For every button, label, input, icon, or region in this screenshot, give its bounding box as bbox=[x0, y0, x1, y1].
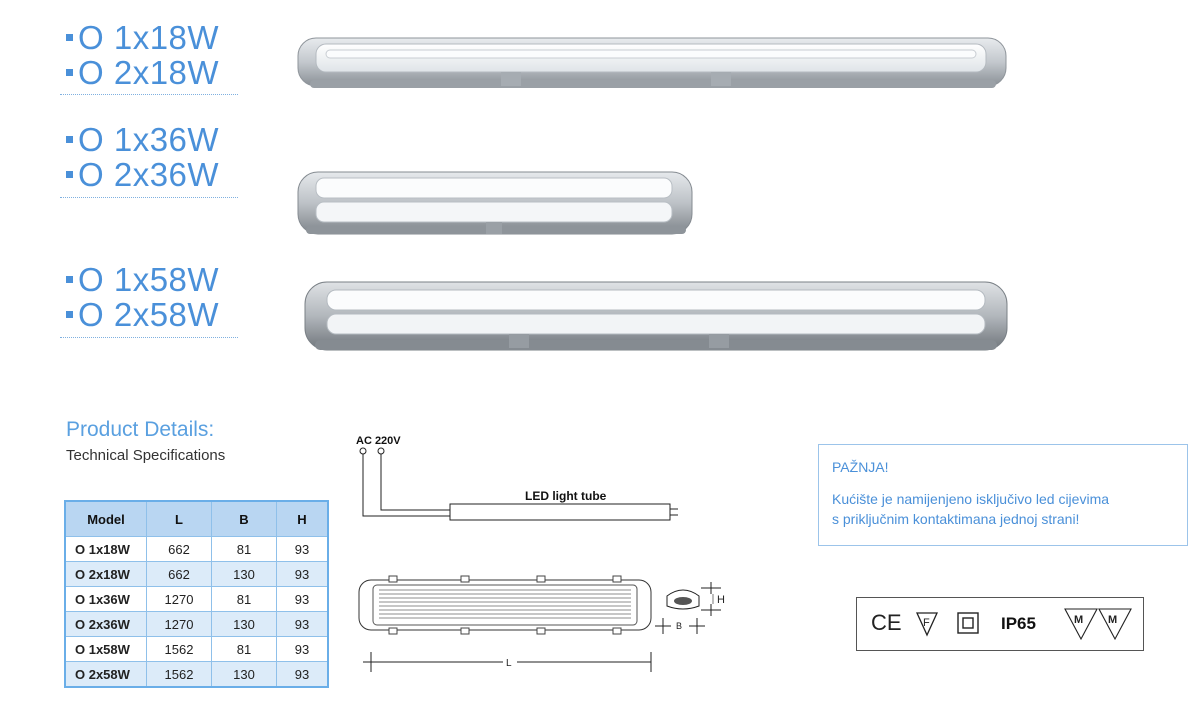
table-cell: 81 bbox=[211, 536, 277, 562]
table-cell: O 1x36W bbox=[64, 586, 147, 612]
table-row: O 1x58W 1562 81 93 bbox=[64, 636, 329, 662]
table-row: O 2x36W 1270 130 93 bbox=[64, 611, 329, 637]
model-group-58w: O 1x58W O 2x58W bbox=[60, 262, 238, 332]
table-cell: 81 bbox=[211, 586, 277, 612]
width-label: B bbox=[676, 621, 682, 631]
table-header-cell: H bbox=[276, 500, 329, 537]
table-cell: 662 bbox=[146, 561, 212, 587]
model-name: O 1x58W bbox=[60, 262, 238, 297]
table-cell: 93 bbox=[276, 536, 329, 562]
bullet-icon bbox=[66, 275, 73, 283]
table-cell: 130 bbox=[211, 611, 277, 637]
supply-label: AC 220V bbox=[356, 435, 401, 447]
ce-mark-icon: CE bbox=[871, 610, 902, 635]
table-cell: 1270 bbox=[146, 611, 212, 637]
led-tube-label: LED light tube bbox=[525, 489, 607, 503]
dimension-drawing: H B L bbox=[358, 575, 725, 672]
table-row: O 1x18W 662 81 93 bbox=[64, 536, 329, 562]
divider bbox=[60, 337, 238, 338]
m-mark-icon: M M bbox=[1064, 608, 1132, 641]
bullet-icon bbox=[66, 135, 73, 143]
model-name: O 1x36W bbox=[60, 122, 238, 157]
table-cell: O 1x58W bbox=[64, 636, 147, 662]
table-cell: 1562 bbox=[146, 661, 212, 688]
table-cell: 93 bbox=[276, 561, 329, 587]
svg-text:M: M bbox=[1108, 614, 1117, 626]
table-header-cell: L bbox=[146, 500, 212, 537]
model-name: O 1x18W bbox=[60, 20, 238, 55]
model-group-36w: O 1x36W O 2x36W bbox=[60, 122, 238, 192]
model-name: O 2x36W bbox=[60, 157, 238, 192]
table-cell: 93 bbox=[276, 586, 329, 612]
table-cell: 81 bbox=[211, 636, 277, 662]
divider bbox=[60, 94, 238, 95]
table-cell: O 1x18W bbox=[64, 536, 147, 562]
class-ii-icon bbox=[957, 612, 979, 634]
f-mark-icon: F bbox=[915, 612, 939, 637]
ip-rating: IP65 bbox=[1001, 614, 1036, 633]
table-cell: O 2x36W bbox=[64, 611, 147, 637]
lamp-image-18w bbox=[297, 37, 1007, 88]
product-details-subtitle: Technical Specifications bbox=[66, 447, 226, 464]
notice-line: Kućište je namijenjeno isključivo led ci… bbox=[832, 491, 1110, 507]
table-row: O 2x58W 1562 130 93 bbox=[64, 661, 329, 688]
table-header-cell: Model bbox=[64, 500, 147, 537]
warning-notice: PAŽNJA! Kućište je namijenjeno isključiv… bbox=[818, 444, 1188, 546]
svg-text:F: F bbox=[923, 617, 930, 629]
table-cell: 130 bbox=[211, 561, 277, 587]
bullet-icon bbox=[66, 170, 73, 178]
model-group-18w: O 1x18W O 2x18W bbox=[60, 20, 238, 90]
bullet-icon bbox=[66, 33, 73, 41]
bullet-icon bbox=[66, 310, 73, 318]
model-name: O 2x18W bbox=[60, 55, 238, 90]
table-cell: 1270 bbox=[146, 586, 212, 612]
terminal-icon bbox=[359, 447, 367, 455]
height-label: H bbox=[717, 594, 725, 606]
certification-box: CE F IP65 M M bbox=[856, 597, 1144, 651]
notice-title: PAŽNJA! bbox=[832, 459, 889, 475]
svg-text:M: M bbox=[1074, 614, 1083, 626]
table-cell: 93 bbox=[276, 661, 329, 688]
notice-line: s priključnim kontaktimana jednoj strani… bbox=[832, 511, 1080, 527]
lamp-image-58w bbox=[304, 281, 1008, 351]
table-cell: 662 bbox=[146, 536, 212, 562]
divider bbox=[60, 197, 238, 198]
led-tube-icon bbox=[449, 503, 671, 521]
table-cell: 93 bbox=[276, 636, 329, 662]
table-cell: O 2x18W bbox=[64, 561, 147, 587]
table-cell: O 2x58W bbox=[64, 661, 147, 688]
table-header-cell: B bbox=[211, 500, 277, 537]
lamp-image-36w bbox=[297, 171, 693, 235]
table-cell: 1562 bbox=[146, 636, 212, 662]
wiring-diagram: AC 220V LED light tube bbox=[356, 435, 678, 521]
length-label: L bbox=[506, 658, 512, 669]
table-cell: 130 bbox=[211, 661, 277, 688]
model-name: O 2x58W bbox=[60, 297, 238, 332]
spec-table: Model L B H O 1x18W 662 81 93 O 2x18W 66… bbox=[64, 500, 329, 688]
notice-text: Kućište je namijenjeno isključivo led ci… bbox=[832, 489, 1182, 529]
table-header-row: Model L B H bbox=[64, 500, 329, 537]
table-row: O 2x18W 662 130 93 bbox=[64, 561, 329, 587]
table-row: O 1x36W 1270 81 93 bbox=[64, 586, 329, 612]
product-details-title: Product Details: bbox=[66, 418, 215, 441]
table-cell: 93 bbox=[276, 611, 329, 637]
terminal-icon bbox=[377, 447, 385, 455]
bullet-icon bbox=[66, 68, 73, 76]
